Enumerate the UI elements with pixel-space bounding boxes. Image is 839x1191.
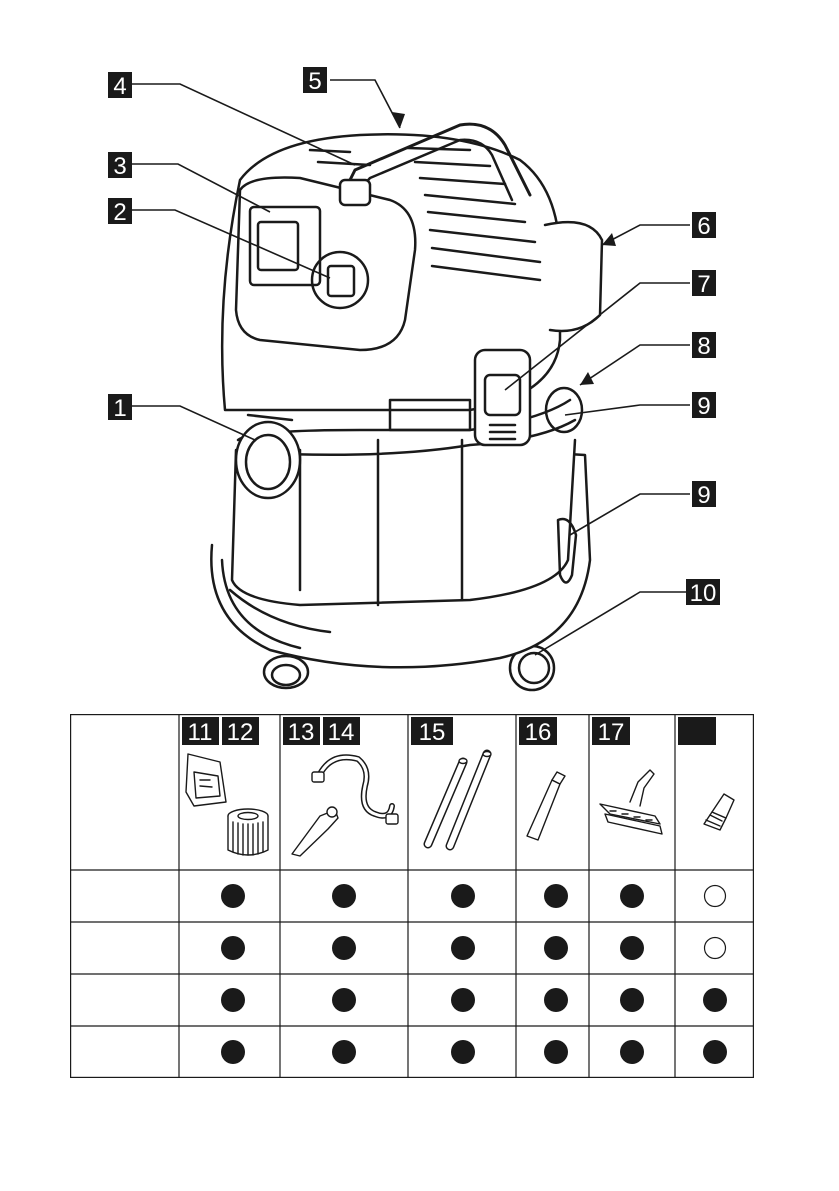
header-col-unlabeled	[678, 717, 716, 745]
svg-text:1: 1	[113, 395, 126, 422]
availability-marker-filled	[221, 1040, 245, 1064]
svg-text:8: 8	[697, 333, 710, 360]
availability-marker-filled	[620, 988, 644, 1012]
availability-marker-filled	[451, 988, 475, 1012]
floor-nozzle-icon	[600, 770, 662, 834]
adapter-icon	[704, 794, 734, 830]
callout-3: 3	[108, 152, 132, 180]
crevice-nozzle-icon	[527, 772, 565, 840]
callout-4: 4	[108, 72, 132, 100]
callout-8: 8	[692, 332, 716, 360]
svg-text:7: 7	[697, 271, 710, 298]
suction-tubes-icon	[428, 752, 491, 847]
availability-marker-filled	[332, 936, 356, 960]
svg-text:5: 5	[308, 68, 321, 95]
suction-hose-and-handle-icon	[292, 757, 398, 856]
callout-5: 5	[303, 67, 327, 95]
svg-text:17: 17	[598, 719, 625, 746]
availability-marker-filled	[544, 936, 568, 960]
availability-marker-filled	[451, 884, 475, 908]
accessory-table: 11 12 13 14 15 16 17	[70, 714, 754, 1078]
availability-marker-filled	[332, 1040, 356, 1064]
svg-text:11: 11	[188, 719, 213, 746]
availability-marker-filled	[451, 1040, 475, 1064]
header-col-16: 16	[519, 717, 557, 746]
svg-text:16: 16	[525, 719, 552, 746]
header-col-13-14: 13 14	[283, 717, 360, 746]
callout-7: 7	[692, 270, 716, 298]
svg-text:6: 6	[697, 213, 710, 240]
svg-text:4: 4	[113, 73, 126, 100]
svg-text:14: 14	[328, 719, 355, 746]
callout-9-lower: 9	[692, 481, 716, 509]
svg-text:9: 9	[697, 482, 710, 509]
callout-1: 1	[108, 394, 132, 422]
availability-marker-filled	[221, 988, 245, 1012]
svg-text:3: 3	[113, 153, 126, 180]
callout-6: 6	[692, 212, 716, 240]
svg-text:12: 12	[227, 719, 254, 746]
availability-marker-filled	[221, 884, 245, 908]
callout-10: 10	[686, 579, 720, 607]
callout-2: 2	[108, 198, 132, 226]
svg-text:9: 9	[697, 393, 710, 420]
availability-marker-empty	[705, 886, 726, 907]
availability-marker-filled	[544, 988, 568, 1012]
header-col-15: 15	[411, 717, 453, 746]
availability-marker-filled	[451, 936, 475, 960]
svg-text:13: 13	[288, 719, 315, 746]
filter-bag-and-cartridge-icon	[186, 754, 268, 855]
availability-marker-filled	[620, 1040, 644, 1064]
svg-text:2: 2	[113, 199, 126, 226]
availability-marker-filled	[703, 1040, 727, 1064]
vacuum-cleaner-diagram: 1 2 3 4 5 6 7 8 9 9 10	[0, 0, 839, 700]
availability-marker-filled	[544, 884, 568, 908]
svg-text:10: 10	[690, 580, 717, 607]
header-col-11-12: 11 12	[182, 717, 259, 746]
availability-marker-filled	[620, 884, 644, 908]
header-col-17: 17	[592, 717, 630, 746]
availability-marker-empty	[705, 938, 726, 959]
availability-marker-filled	[620, 936, 644, 960]
availability-marker-filled	[221, 936, 245, 960]
availability-marker-filled	[544, 1040, 568, 1064]
availability-marker-filled	[332, 988, 356, 1012]
svg-text:15: 15	[419, 719, 446, 746]
availability-marker-filled	[332, 884, 356, 908]
callout-9-upper: 9	[692, 392, 716, 420]
availability-marker-filled	[703, 988, 727, 1012]
